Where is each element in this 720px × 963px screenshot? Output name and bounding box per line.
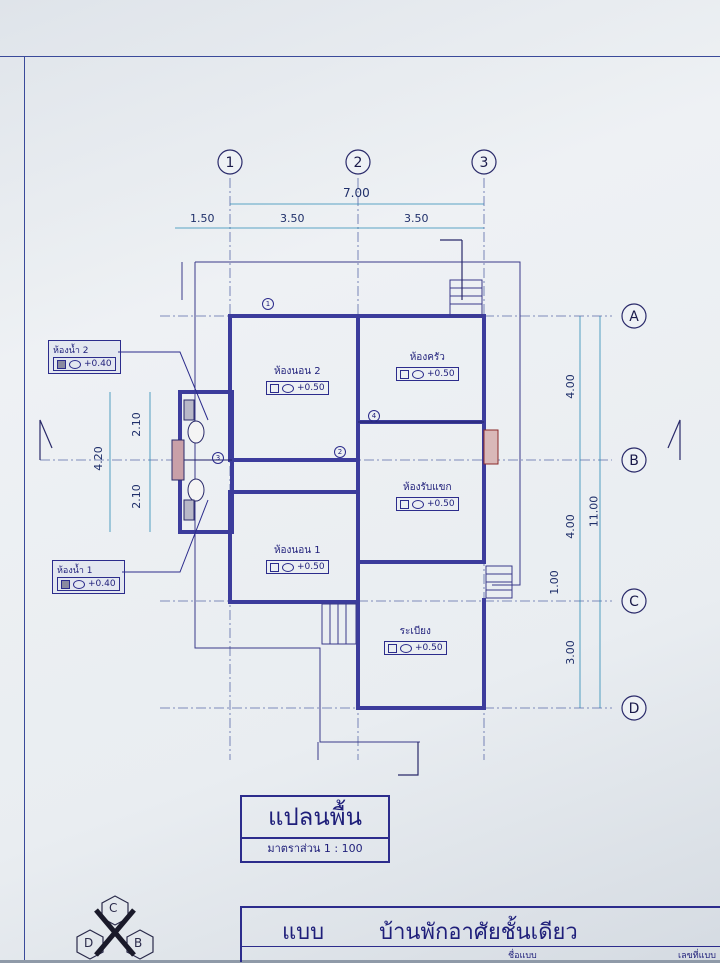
veranda-walls <box>356 560 486 710</box>
drawing-title-box: แปลนพื้น มาตราส่วน 1 : 100 <box>240 795 390 863</box>
room-level: +0.50 <box>427 369 455 379</box>
door-marker-4: 4 <box>368 410 380 422</box>
grid-bubble-B: B <box>621 447 647 473</box>
callout-level-box: +0.40 <box>53 357 116 371</box>
field-drawing-name: ชื่อแบบ <box>508 951 537 961</box>
logo-letter-d: D <box>84 936 94 950</box>
stair-top <box>449 279 483 317</box>
room-level: +0.50 <box>427 499 455 509</box>
logo-letter-c: C <box>109 901 118 915</box>
level-icon <box>412 499 424 509</box>
tag-icon <box>400 499 409 509</box>
level-icon <box>282 562 294 572</box>
grid-bubble-A: A <box>621 303 647 329</box>
svg-text:B: B <box>629 453 639 469</box>
dim-top-total: 7.00 <box>343 186 370 200</box>
room-tag-kitchen: ห้องครัว +0.50 <box>396 350 459 381</box>
grid-bubble-1: 1 <box>217 149 243 175</box>
room-name: ห้องครัว <box>409 352 445 363</box>
callout-bathroom-1: ห้องน้ำ 1 +0.40 <box>52 560 125 594</box>
logo-letter-b: B <box>134 936 143 950</box>
grid-bubble-D: D <box>621 695 647 721</box>
svg-text:1: 1 <box>226 155 235 171</box>
callout-bathroom-2: ห้องน้ำ 2 +0.40 <box>48 340 121 374</box>
room-level: +0.50 <box>297 383 325 393</box>
section-marker-bottom <box>398 742 419 776</box>
level-icon <box>282 383 294 393</box>
room-level: +0.50 <box>297 562 325 572</box>
roof-outline-2 <box>194 262 420 743</box>
callout-name: ห้องน้ำ 2 <box>53 346 89 356</box>
field-sheet-no: เลขที่แบบ <box>678 951 716 961</box>
room-name: ห้องนอน 2 <box>273 366 321 377</box>
room-level-box: +0.50 <box>266 560 329 574</box>
level-icon <box>73 579 85 589</box>
room-name: ห้องรับแขก <box>403 482 452 493</box>
room-level-box: +0.50 <box>396 497 459 511</box>
room-level: +0.50 <box>415 643 443 653</box>
room-name: ระเบียง <box>399 626 431 637</box>
room-tag-bedroom-2: ห้องนอน 2 +0.50 <box>266 364 329 395</box>
room-level-box: +0.50 <box>384 641 447 655</box>
room-tag-living: ห้องรับแขก +0.50 <box>396 480 459 511</box>
roof-outline <box>195 261 521 586</box>
dim-top-seg-3: 3.50 <box>404 212 429 225</box>
level-icon <box>412 369 424 379</box>
drawing-scale: มาตราส่วน 1 : 100 <box>267 842 363 855</box>
section-marker-right <box>667 419 681 460</box>
svg-text:C: C <box>629 594 639 610</box>
tag-icon <box>57 359 66 369</box>
title-block-row <box>242 946 720 963</box>
room-level-box: +0.50 <box>266 381 329 395</box>
section-marker-left <box>39 419 53 460</box>
room-tag-bedroom-1: ห้องนอน 1 +0.50 <box>266 543 329 574</box>
stair-left <box>321 603 357 645</box>
dim-top-seg-2: 3.50 <box>280 212 305 225</box>
title-block: แบบ บ้านพักอาศัยชั้นเดียว ชื่อแบบ เลขที่… <box>240 906 720 962</box>
room-tag-veranda: ระเบียง +0.50 <box>384 624 447 655</box>
callout-level: +0.40 <box>88 579 116 589</box>
tag-icon <box>270 562 279 572</box>
sheet-border-left <box>24 56 25 960</box>
drawing-title: แปลนพื้น <box>242 797 388 839</box>
type-label: แบบ <box>282 920 325 945</box>
callout-level-box: +0.40 <box>57 577 120 591</box>
tag-icon <box>61 579 70 589</box>
callout-level: +0.40 <box>84 359 112 369</box>
grid-bubble-C: C <box>621 588 647 614</box>
toilet-fixtures <box>171 399 205 521</box>
svg-text:A: A <box>629 309 639 325</box>
level-icon <box>400 643 412 653</box>
door-marker-3: 3 <box>212 452 224 464</box>
tag-icon <box>388 643 397 653</box>
svg-text:2: 2 <box>354 155 363 171</box>
tag-icon <box>400 369 409 379</box>
room-name: ห้องนอน 1 <box>273 545 321 556</box>
project-name: บ้านพักอาศัยชั้นเดียว <box>379 920 578 945</box>
sheet-border-top <box>0 56 720 57</box>
svg-text:D: D <box>629 701 640 717</box>
door-marker-1: 1 <box>262 298 274 310</box>
dim-top-seg-1: 1.50 <box>190 212 215 225</box>
svg-text:3: 3 <box>480 155 489 171</box>
grid-bubble-3: 3 <box>471 149 497 175</box>
callout-name: ห้องน้ำ 1 <box>57 566 93 576</box>
door-marker-2: 2 <box>334 446 346 458</box>
level-icon <box>69 359 81 369</box>
grid-bubble-2: 2 <box>345 149 371 175</box>
title-block-heading: แบบ บ้านพักอาศัยชั้นเดียว <box>282 914 578 949</box>
tag-icon <box>270 383 279 393</box>
room-level-box: +0.50 <box>396 367 459 381</box>
